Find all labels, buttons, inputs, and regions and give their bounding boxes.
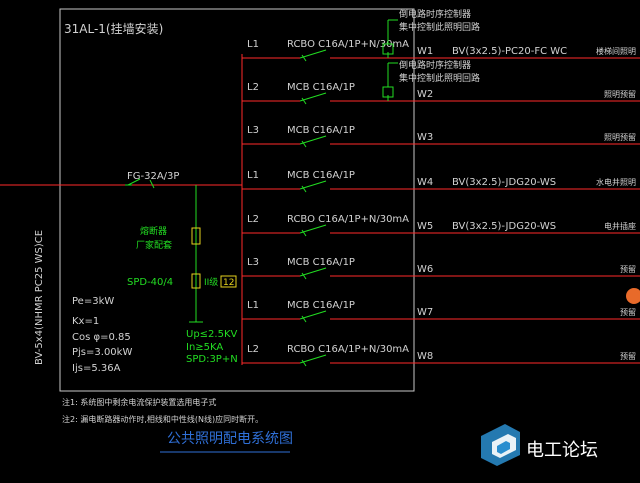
load-pe: Pe=3kW [72, 296, 114, 307]
controller-label-3: 倒电路时序控制器 [399, 59, 471, 71]
fuse-symbol [191, 227, 201, 245]
controller-label-4: 集中控制此照明回路 [399, 72, 480, 84]
circuit-3-id: W3 [417, 132, 433, 143]
watermark-text: 电工论坛 [526, 440, 598, 461]
circuit-8-id: W8 [417, 351, 433, 362]
circuit-7-use: 预留 [620, 307, 636, 317]
circuit-3-breaker: MCB C16A/1P [287, 125, 355, 136]
circuit-8-phase: L2 [247, 344, 259, 355]
fuse-label-2: 厂家配套 [136, 239, 172, 251]
drawing-title: 公共照明配电系统图 [167, 431, 293, 447]
note-2: 注2: 漏电断路器动作时,相线和中性线(N线)应同时断开。 [62, 414, 263, 424]
note-1: 注1: 系统图中剩余电流保护装置选用电子式 [62, 397, 216, 407]
circuit-3-switch-tick [301, 140, 307, 148]
circuit-3-phase: L3 [247, 125, 259, 136]
circuit-6-phase: L3 [247, 257, 259, 268]
circuit-6-use: 预留 [620, 264, 636, 274]
load-pjs: Pjs=3.00kW [72, 347, 132, 358]
circuit-4-use: 水电井照明 [596, 177, 636, 187]
side-badge-icon[interactable] [626, 288, 640, 304]
incoming-cable-label: BV-5x4(NHMR PC25 WS)CE [34, 230, 45, 365]
spd-spec-2: In≥5KA [186, 342, 223, 353]
spd-box-rect [220, 275, 237, 288]
panel-title: 31AL-1(挂墙安装) [64, 21, 163, 36]
load-kx: Kx=1 [72, 316, 99, 327]
fuse-label-1: 熔断器 [140, 225, 167, 237]
circuit-5-switch-blade [299, 224, 327, 234]
load-cos: Cos φ=0.85 [72, 332, 131, 343]
circuit-8-switch-tick [301, 359, 307, 367]
circuit-6-switch-blade [299, 267, 327, 277]
circuit-7-phase: L1 [247, 300, 259, 311]
circuit-2-switch-tick [301, 97, 307, 105]
circuit-6-id: W6 [417, 264, 433, 275]
circuit-4-breaker: MCB C16A/1P [287, 170, 355, 181]
circuit-2-switch-blade [299, 92, 327, 102]
circuit-1-breaker: RCBO C16A/1P+N/30mA [287, 39, 409, 50]
spd-symbol [191, 273, 201, 289]
circuit-5-breaker: RCBO C16A/1P+N/30mA [287, 214, 409, 225]
watermark-logo-icon [481, 424, 520, 466]
main-breaker-label: FG-32A/3P [127, 171, 179, 182]
spd-tag: II级 [204, 276, 218, 288]
circuit-7-switch-blade [299, 310, 327, 320]
circuit-4-switch-tick [301, 185, 307, 193]
spd-spec-1: Up≤2.5KV [186, 329, 238, 340]
circuit-4-phase: L1 [247, 170, 259, 181]
circuit-8-use: 预留 [620, 351, 636, 361]
circuit-5-cable: BV(3x2.5)-JDG20-WS [452, 221, 556, 232]
circuit-5-id: W5 [417, 221, 433, 232]
panel-frame [59, 8, 415, 392]
circuit-1-switch-tick [301, 54, 307, 62]
circuit-4-id: W4 [417, 177, 433, 188]
spd-label: SPD-40/4 [127, 277, 173, 288]
circuit-6-breaker: MCB C16A/1P [287, 257, 355, 268]
circuit-1-phase: L1 [247, 39, 259, 50]
circuit-4-switch-blade [299, 180, 327, 190]
controller-label-1: 倒电路时序控制器 [399, 8, 471, 20]
main-breaker-symbol [125, 178, 155, 189]
circuit-5-phase: L2 [247, 214, 259, 225]
circuit-2-id: W2 [417, 89, 433, 100]
controller-label-2: 集中控制此照明回路 [399, 21, 480, 33]
spd-spec-3: SPD:3P+N [186, 354, 238, 365]
circuit-1-switch-blade [299, 49, 327, 59]
spd-box: 12 [223, 278, 234, 288]
circuit-2-breaker: MCB C16A/1P [287, 82, 355, 93]
circuit-6-switch-tick [301, 272, 307, 280]
circuit-8-breaker: RCBO C16A/1P+N/30mA [287, 344, 409, 355]
circuit-3-switch-blade [299, 135, 327, 145]
circuit-3-use: 照明预留 [604, 132, 636, 142]
circuit-2-use: 照明预留 [604, 89, 636, 99]
circuit-8-switch-blade [299, 354, 327, 364]
circuit-7-breaker: MCB C16A/1P [287, 300, 355, 311]
circuit-5-switch-tick [301, 229, 307, 237]
circuit-1-use: 楼梯间照明 [596, 46, 636, 56]
load-ijs: Ijs=5.36A [72, 363, 121, 374]
circuit-5-use: 电井插座 [604, 221, 636, 231]
circuit-4-cable: BV(3x2.5)-JDG20-WS [452, 177, 556, 188]
circuit-7-switch-tick [301, 315, 307, 323]
circuit-1-id: W1 [417, 46, 433, 57]
circuit-2-phase: L2 [247, 82, 259, 93]
circuit-7-id: W7 [417, 307, 433, 318]
circuit-1-cable: BV(3x2.5)-PC20-FC WC [452, 46, 567, 57]
